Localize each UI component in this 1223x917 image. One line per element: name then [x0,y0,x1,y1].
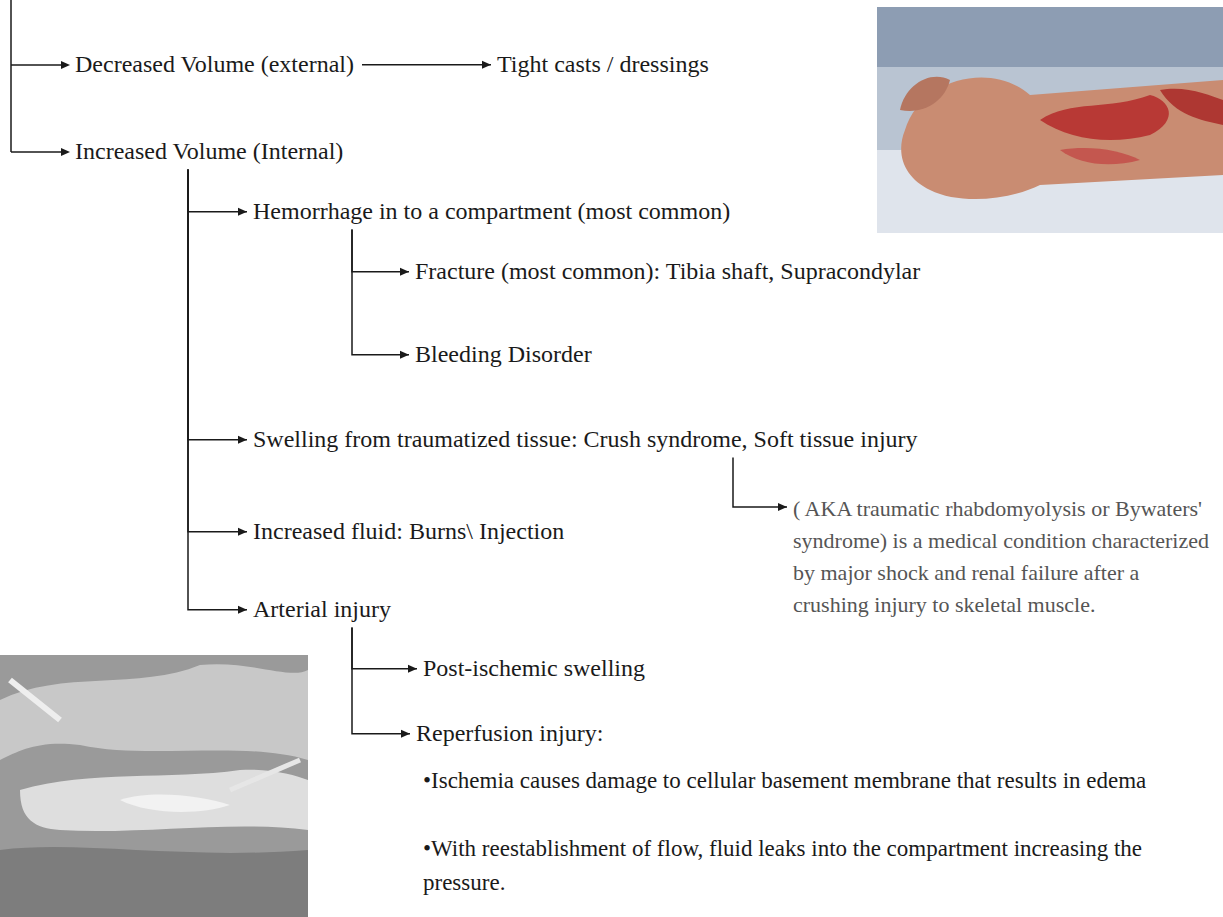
arrowhead [238,606,247,614]
item-text: Reperfusion injury: [416,717,603,751]
item-text: Arterial injury [253,593,391,627]
item-text: Post-ischemic swelling [423,652,645,686]
arrowhead [778,503,787,511]
tree-connector [352,628,417,673]
connector-line [352,230,409,355]
arrowhead [400,351,409,359]
bullet-text: •With reestablishment of flow, fluid lea… [423,832,1208,900]
tree-connector [188,170,247,216]
item-text: Hemorrhage in to a compartment (most com… [253,195,730,229]
connector-line [352,628,417,669]
arrowhead [408,665,417,673]
arrowhead [400,268,409,276]
connector-line [188,170,247,440]
tree-item: Bleeding Disorder [415,338,592,372]
item-text: Increased Volume (Internal) [75,135,343,169]
tree-item: Tight casts / dressings [497,48,709,82]
surgery-photo [0,655,308,917]
tree-item: Reperfusion injury: [416,717,603,751]
item-text: Bleeding Disorder [415,338,592,372]
tree-item: Hemorrhage in to a compartment (most com… [253,195,730,229]
tree-connector [352,628,410,738]
tree-item: Swelling from traumatized tissue: Crush … [253,423,918,457]
arrowhead [238,436,247,444]
item-text: Increased fluid: Burns\ Injection [253,515,564,549]
tree-connector [188,170,247,536]
tree-item: Post-ischemic swelling [423,652,645,686]
leg-photo [877,7,1223,233]
note-text: ( AKA traumatic rhabdomyolysis or Bywate… [793,493,1218,621]
arrowhead [61,61,70,156]
connector-line [352,230,409,272]
note-text: ( AKA traumatic rhabdomyolysis or Bywate… [793,493,1218,621]
connector-line [362,64,491,66]
item-text: Decreased Volume (external) [75,48,354,82]
arrowhead [238,208,247,216]
tree-connector [733,458,787,511]
connector-line [352,628,410,734]
tree-item: Arterial injury [253,593,391,627]
tree-connector [352,230,409,359]
tree-connector [188,170,247,614]
item-text: Tight casts / dressings [497,48,709,82]
arrowhead [482,61,491,69]
tree-item: Increased fluid: Burns\ Injection [253,515,564,549]
tree-connector [352,230,409,276]
connector-line [188,170,247,212]
connector-line [733,458,787,507]
tree-item: Increased Volume (Internal) [75,135,343,169]
tree-item: Decreased Volume (external) [75,48,354,82]
connector-line [188,170,247,532]
tree-item: Fracture (most common): Tibia shaft, Sup… [415,255,920,289]
bullet-text: •Ischemia causes damage to cellular base… [423,764,1208,798]
arrowhead [238,528,247,536]
connector-line [188,170,247,610]
item-text: Fracture (most common): Tibia shaft, Sup… [415,255,920,289]
tree-trunk [11,0,62,152]
arrowhead [401,730,410,738]
item-text: Swelling from traumatized tissue: Crush … [253,423,918,457]
tree-connector [362,61,491,69]
tree-connector [188,170,247,444]
